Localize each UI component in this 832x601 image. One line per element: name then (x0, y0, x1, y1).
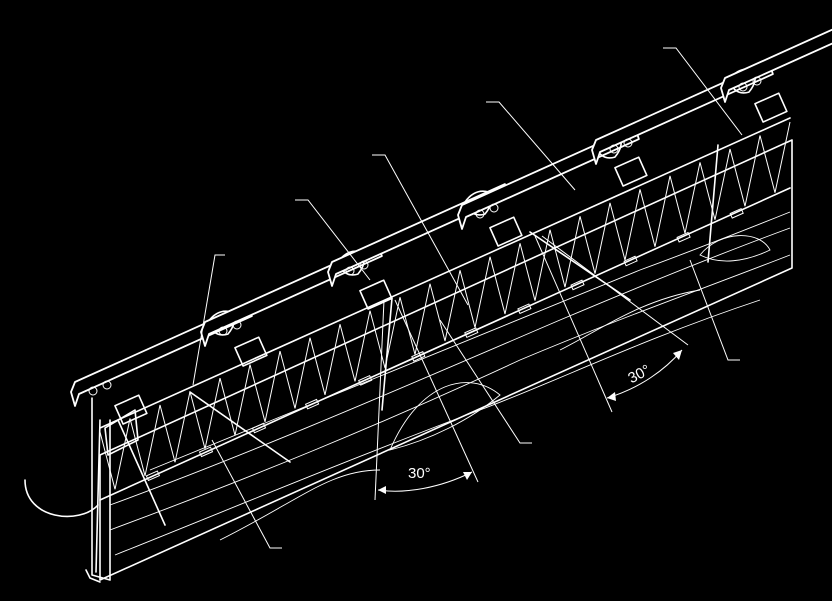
fixing-plate (251, 422, 267, 434)
batten (359, 279, 393, 310)
angle-label: 30° (408, 465, 431, 482)
fixing-plates (145, 207, 744, 482)
roof-tile (720, 28, 832, 103)
fixing-plate (623, 255, 638, 267)
fixing-plate (198, 446, 214, 458)
tile-scallop (102, 380, 112, 390)
insulation-layer (99, 117, 791, 501)
eaves-detail (24, 397, 139, 583)
tile-scallop (475, 209, 485, 219)
tile-scallop (738, 82, 748, 92)
batten (489, 216, 523, 247)
fixing-plate (304, 398, 320, 410)
tile-scallop (232, 320, 242, 330)
tile-scallop (218, 326, 228, 336)
callout-leaders (192, 47, 743, 549)
roof-tiles (70, 28, 832, 407)
tile-battens (114, 92, 788, 425)
angle-dimension-lower: 30° (374, 299, 479, 501)
angle-dimension-upper: 30° (534, 235, 689, 413)
tile-scallop (359, 260, 369, 270)
fixing-plate (464, 327, 479, 339)
fixing-plate (358, 374, 373, 386)
fixing-plate (729, 207, 744, 219)
batten (234, 336, 268, 367)
rafter (99, 139, 793, 581)
tile-scallop (345, 266, 355, 276)
tile-scallop (752, 76, 762, 86)
fixing-plate (676, 231, 691, 243)
batten (614, 156, 648, 187)
angle-label: 30° (625, 362, 653, 388)
wood-grain (109, 211, 791, 556)
tile-scallop (88, 386, 98, 396)
batten (114, 394, 148, 425)
fixing-plate (517, 303, 532, 315)
tile-scallop (489, 203, 499, 213)
fixing-plate (570, 279, 585, 291)
fixing-plate (145, 470, 161, 482)
tile-scallop (609, 144, 619, 154)
gutter (24, 479, 99, 518)
fixing-plate (411, 351, 426, 362)
batten (754, 92, 788, 123)
tile-scallop (623, 138, 633, 148)
